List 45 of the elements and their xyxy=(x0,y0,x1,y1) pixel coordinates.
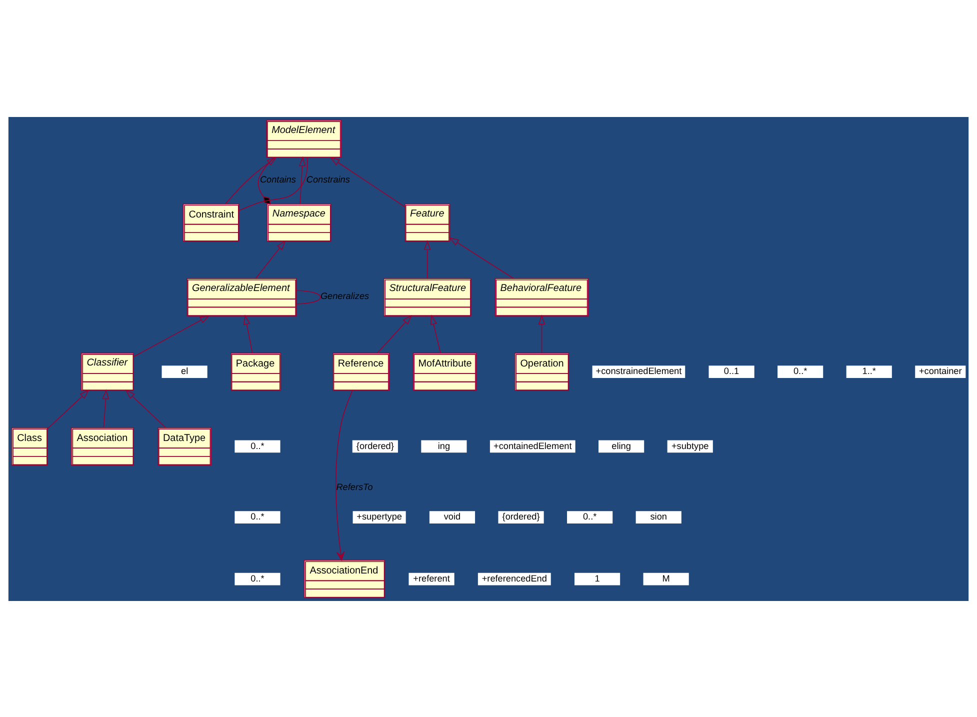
arrow xyxy=(225,156,277,204)
label: 0..* xyxy=(582,511,597,522)
label: 1 xyxy=(594,572,600,583)
label: +referencedEnd xyxy=(482,572,547,583)
edge-label: Contains xyxy=(260,174,296,184)
arrow xyxy=(430,314,441,353)
arrow xyxy=(424,240,431,278)
label: sion xyxy=(650,511,667,522)
arrow xyxy=(330,156,406,207)
arrow xyxy=(133,314,210,357)
arrow xyxy=(47,389,90,429)
label: 0..* xyxy=(793,366,808,376)
label: +containedElement xyxy=(494,440,572,450)
label: 0..1 xyxy=(724,366,740,376)
label: +referent xyxy=(413,572,450,583)
label: {ordered} xyxy=(356,440,394,450)
arrow xyxy=(243,314,253,353)
label: ing xyxy=(438,440,450,450)
arrow xyxy=(255,240,286,278)
label: +subtype xyxy=(671,440,709,450)
label: +constrainedElement xyxy=(596,366,682,376)
edge-label: RefersTo xyxy=(336,481,373,492)
label: 0..* xyxy=(250,572,264,583)
label: 0..* xyxy=(250,440,264,450)
arrow xyxy=(102,388,110,428)
label: void xyxy=(444,511,461,522)
connector xyxy=(296,290,321,304)
arrow xyxy=(449,236,514,278)
connector xyxy=(258,156,275,204)
arrow xyxy=(125,389,166,428)
edge-label: Constrains xyxy=(306,174,350,184)
label: +supertype xyxy=(356,511,402,522)
arrow xyxy=(377,314,412,353)
label: {ordered} xyxy=(502,511,540,522)
label: 1..* xyxy=(862,366,876,376)
arrow xyxy=(538,314,546,353)
label: el xyxy=(181,366,188,376)
label: eling xyxy=(612,440,631,450)
label: 0..* xyxy=(250,511,264,522)
connector xyxy=(238,156,308,210)
label: +container xyxy=(918,366,962,376)
edge-label: Generalizes xyxy=(320,290,370,300)
arrow xyxy=(336,390,353,560)
label: M xyxy=(662,572,670,583)
arrow xyxy=(298,156,306,204)
